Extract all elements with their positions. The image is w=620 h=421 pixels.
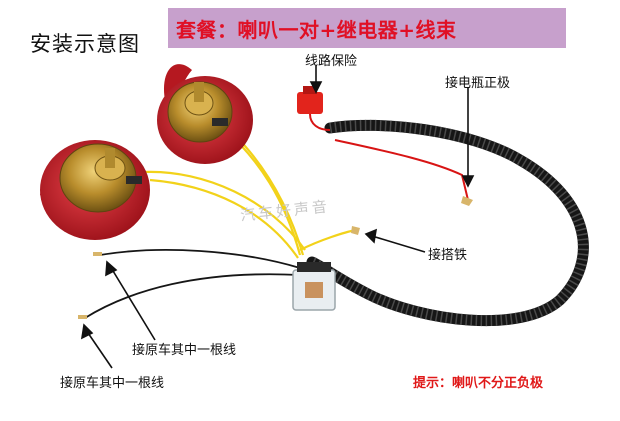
diagram-title: 安装示意图: [30, 28, 140, 58]
package-banner-text: 套餐：喇叭一对+继电器+线束: [176, 14, 457, 43]
ground-lug: [351, 226, 360, 235]
fuse-holder: [297, 86, 330, 130]
horn-upper: [157, 64, 253, 164]
polarity-hint: 提示：喇叭不分正负极: [413, 372, 543, 391]
label-original-wire-2: 接原车其中一根线: [60, 372, 164, 391]
label-original-wire-1: 接原车其中一根线: [132, 339, 236, 358]
wire-connector: [93, 252, 102, 256]
battery-wire: [335, 140, 473, 206]
label-ground: 接搭铁: [428, 244, 467, 263]
relay: [293, 262, 335, 310]
label-fuse: 线路保险: [305, 50, 357, 69]
package-banner: 套餐：喇叭一对+继电器+线束: [168, 8, 566, 48]
wire-connector: [78, 315, 87, 319]
label-battery-positive: 接电瓶正极: [445, 72, 510, 91]
horn-lower: [40, 140, 150, 240]
black-signal-wires: [85, 250, 300, 318]
corrugated-conduit: [312, 125, 583, 320]
